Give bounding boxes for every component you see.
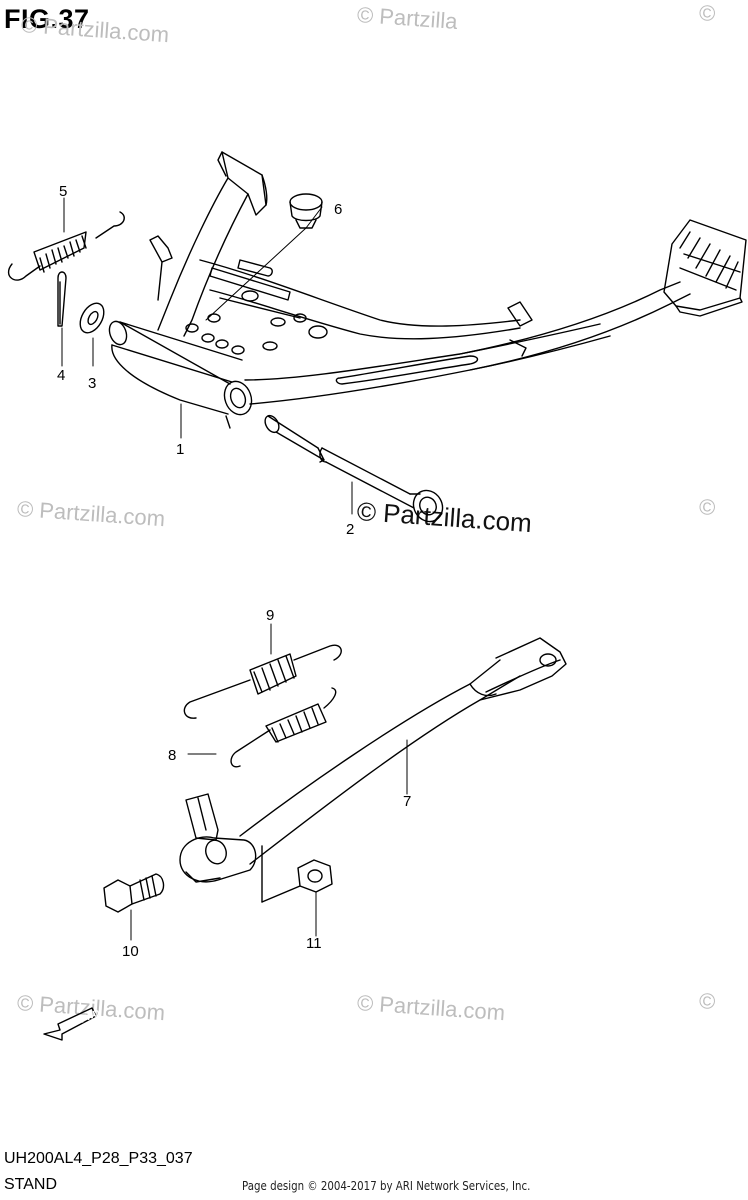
callout-6[interactable]: 6 [334, 201, 342, 218]
model-code: UH200AL4_P28_P33_037 [4, 1150, 193, 1167]
main-stand-part [108, 151, 747, 429]
side-stand-spring-large-part [183, 644, 342, 719]
callout-5[interactable]: 5 [59, 183, 67, 200]
main-stand-spring-part [7, 211, 125, 281]
callout-8[interactable]: 8 [168, 747, 176, 764]
callout-3[interactable]: 3 [88, 375, 96, 392]
rubber-stopper-part [289, 193, 323, 229]
cotter-pin-part [57, 271, 67, 327]
page-credit: Page design © 2004-2017 by ARI Network S… [242, 1178, 531, 1193]
side-stand-part [179, 637, 567, 903]
callout-7[interactable]: 7 [403, 793, 411, 810]
callout-2[interactable]: 2 [346, 521, 354, 538]
fwd-label: FWD [79, 1007, 102, 1025]
callout-10[interactable]: 10 [122, 943, 139, 960]
callout-4[interactable]: 4 [57, 367, 65, 384]
stand-shaft-part [264, 414, 444, 523]
side-stand-spring-small-part [230, 687, 337, 768]
section-name: STAND [4, 1176, 58, 1193]
pivot-bolt-part [103, 873, 165, 913]
callout-9[interactable]: 9 [266, 607, 274, 624]
callout-1[interactable]: 1 [176, 441, 184, 458]
figure-title: FIG.37 [4, 4, 90, 34]
fwd-arrow-icon [43, 1007, 97, 1041]
callout-11[interactable]: 11 [306, 935, 322, 952]
nut-part [261, 859, 333, 903]
washer-part [79, 302, 105, 334]
